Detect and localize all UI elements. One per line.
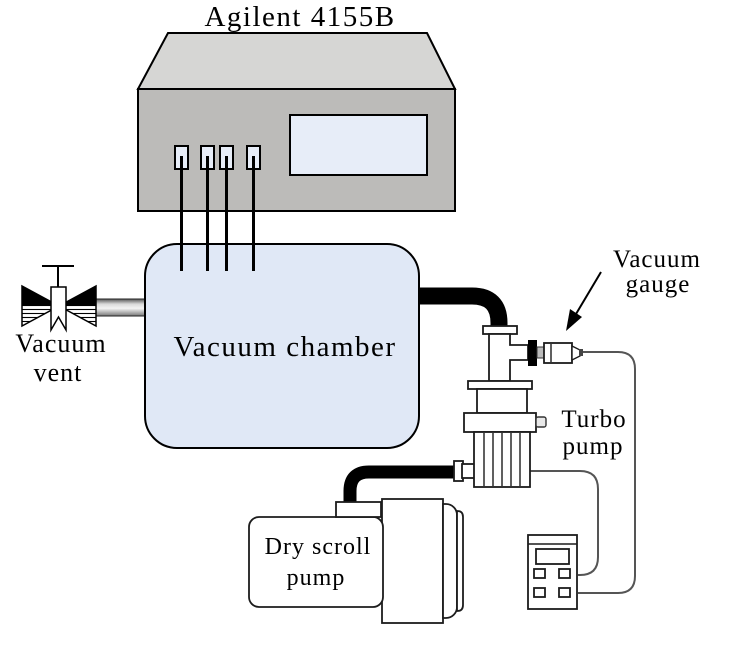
- turbo-bolt: [535, 416, 547, 428]
- turbo-label-line1: Turbo: [561, 406, 626, 433]
- gauge-pin: [579, 349, 583, 356]
- controller-unit: [527, 534, 578, 610]
- vent-label-line1: Vacuum: [15, 329, 106, 358]
- vent-valve-icon: [21, 265, 97, 333]
- analyzer-screen: [289, 114, 428, 176]
- turbo-fins: [483, 433, 521, 486]
- scroll-label-line2: pump: [287, 565, 346, 591]
- analyzer-top-face: [136, 32, 457, 90]
- chamber-foreline-hose: [418, 287, 508, 331]
- agilent-analyzer: [136, 32, 457, 212]
- gauge-cable: [578, 351, 636, 594]
- turbo-main-flange: [463, 412, 537, 433]
- gauge-flange: [528, 340, 537, 366]
- gauge-tip: [571, 344, 581, 362]
- dry-scroll-pump: [248, 498, 464, 624]
- vacuum-gauge-body: [543, 342, 573, 364]
- analyzer-title: Agilent 4155B: [204, 1, 395, 33]
- vent-label-line2: vent: [34, 358, 83, 387]
- turbo-cable: [530, 470, 599, 576]
- gauge-label-line2: gauge: [626, 271, 691, 298]
- gauge-label-line1: Vacuum: [613, 246, 701, 273]
- scroll-body: [248, 516, 384, 608]
- turbo-port-stem: [461, 463, 476, 479]
- tee-tube: [488, 333, 529, 382]
- scroll-end-cap: [442, 503, 458, 619]
- scroll-inlet-port: [335, 501, 382, 518]
- backing-hose: [343, 465, 456, 507]
- controller-display: [535, 548, 570, 565]
- scroll-end-cap-rim: [456, 510, 464, 612]
- probe-wires: [180, 156, 255, 271]
- vent-pipe: [93, 298, 149, 317]
- gauge-thread: [536, 346, 545, 359]
- gauge-arrowhead: [566, 309, 582, 331]
- turbo-pump: [343, 380, 547, 507]
- controller-button-1: [533, 568, 546, 579]
- controller-button-2: [558, 568, 571, 579]
- tee-junction: [482, 325, 583, 382]
- scroll-label-line1: Dry scroll: [265, 534, 372, 560]
- gauge-arrow: [566, 271, 602, 331]
- tee-top-flange: [482, 325, 518, 335]
- scroll-motor: [381, 498, 444, 624]
- vacuum-chamber: [144, 243, 420, 449]
- valve-bowtie-outline: [21, 284, 97, 328]
- valve-body: [50, 286, 67, 333]
- controller-button-3: [533, 587, 546, 598]
- turbo-label-line2: pump: [563, 433, 624, 460]
- controller-button-4: [558, 587, 571, 598]
- chamber-label: Vacuum chamber: [173, 331, 396, 363]
- turbo-neck: [476, 388, 528, 414]
- turbo-top-flange: [467, 380, 533, 390]
